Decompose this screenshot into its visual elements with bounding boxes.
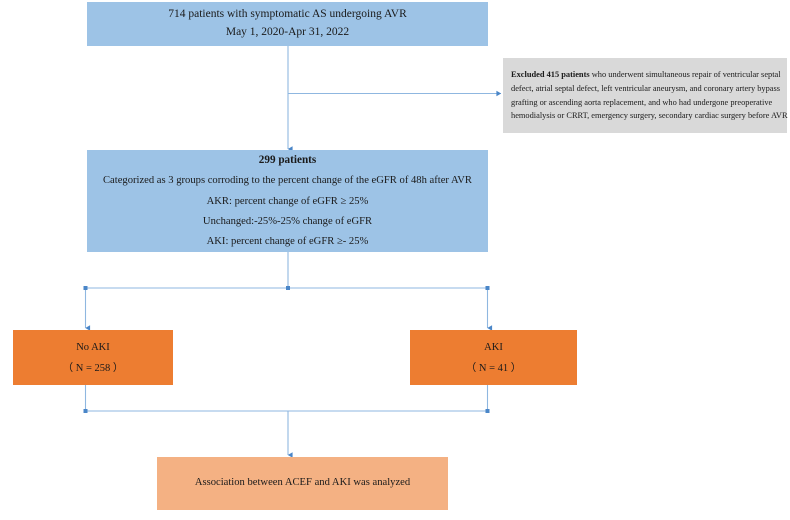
excluded-lead: Excluded 415 patients [511, 70, 590, 80]
outcome-label-aki: AKI [484, 341, 503, 353]
outcome-box-aki: AKI （ N = 41 ） [410, 330, 577, 385]
excluded-line-3: grafting or ascending aorta replacement,… [511, 97, 773, 107]
cohort-line-2: May 1, 2020-Apr 31, 2022 [225, 26, 350, 38]
excluded-line-4: hemodialysis or CRRT, emergency surgery,… [511, 111, 788, 121]
outcome-count-no-aki: （ N = 258 ） [62, 362, 124, 374]
excluded-line-1-rest: who underwent simultaneous repair of ven… [589, 70, 781, 80]
outcome-count-aki: （ N = 41 ） [465, 362, 522, 374]
cohort-line-1: 714 patients with symptomatic AS undergo… [168, 8, 407, 21]
enrolled-line-3: Unchanged:-25%-25% change of eGFR [202, 215, 373, 227]
excluded-line-2: defect, atrial septal defect, left ventr… [511, 83, 781, 93]
enrolled-line-2: AKR: percent change of eGFR ≥ 25% [206, 195, 369, 207]
enrolled-line-4: AKI: percent change of eGFR ≥- 25% [206, 235, 369, 247]
enrolled-title: 299 patients [258, 154, 317, 167]
enrolled-box: 299 patients Categorized as 3 groups cor… [87, 150, 488, 252]
enrolled-line-1: Categorized as 3 groups corroding to the… [102, 175, 472, 187]
conclusion-text: Association between ACEF and AKI was ana… [194, 477, 411, 489]
excluded-line-1: Excluded 415 patients who underwent simu… [511, 68, 781, 82]
excluded-box: Excluded 415 patients who underwent simu… [503, 58, 788, 133]
connector-handles [83, 286, 490, 413]
conclusion-box: Association between ACEF and AKI was ana… [157, 457, 448, 510]
outcome-box-no-aki: No AKI （ N = 258 ） [13, 330, 173, 385]
cohort-box: 714 patients with symptomatic AS undergo… [87, 2, 488, 46]
outcome-label-no-aki: No AKI [76, 341, 110, 353]
